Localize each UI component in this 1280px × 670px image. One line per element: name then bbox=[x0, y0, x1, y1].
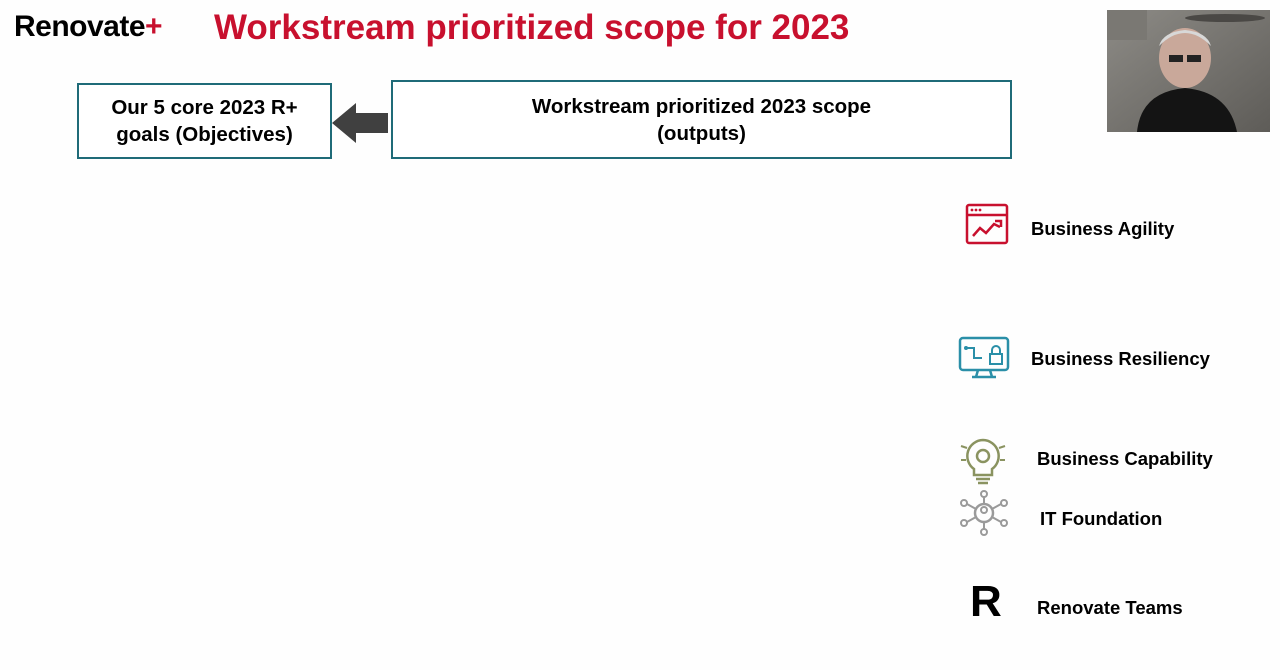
slide-title: Workstream prioritized scope for 2023 bbox=[214, 8, 850, 47]
r-letter-icon: R bbox=[970, 582, 1002, 620]
legend-it-foundation: IT Foundation bbox=[1040, 508, 1163, 529]
scope-box: Workstream prioritized 2023 scope (outpu… bbox=[391, 80, 1012, 159]
renovate-logo: Renovate+ bbox=[14, 10, 163, 44]
scope-line-1: Workstream prioritized 2023 scope bbox=[531, 94, 872, 118]
objectives-line-2: goals (Objectives) bbox=[116, 123, 293, 146]
network-hub-icon bbox=[960, 490, 1008, 536]
logo-text: Renovate bbox=[14, 10, 146, 43]
objectives-box: Our 5 core 2023 R+ goals (Objectives) bbox=[77, 83, 332, 159]
left-arrow-icon bbox=[332, 103, 388, 143]
legend-renovate-teams: Renovate Teams bbox=[1037, 597, 1183, 618]
logo-plus: + bbox=[145, 10, 163, 43]
legend-business-agility: Business Agility bbox=[1031, 218, 1175, 239]
legend-business-capability: Business Capability bbox=[1037, 448, 1213, 469]
legend-business-resiliency: Business Resiliency bbox=[1031, 348, 1210, 369]
objectives-line-1: Our 5 core 2023 R+ bbox=[111, 96, 298, 119]
monitor-lock-icon bbox=[958, 336, 1010, 379]
r-letter-glyph: R bbox=[970, 582, 1002, 620]
webcam-video bbox=[1107, 10, 1270, 132]
scope-line-2: (outputs) bbox=[657, 121, 746, 145]
chart-window-icon bbox=[965, 203, 1009, 245]
presenter-image bbox=[1107, 10, 1270, 132]
lightbulb-gear-icon bbox=[960, 438, 1006, 485]
